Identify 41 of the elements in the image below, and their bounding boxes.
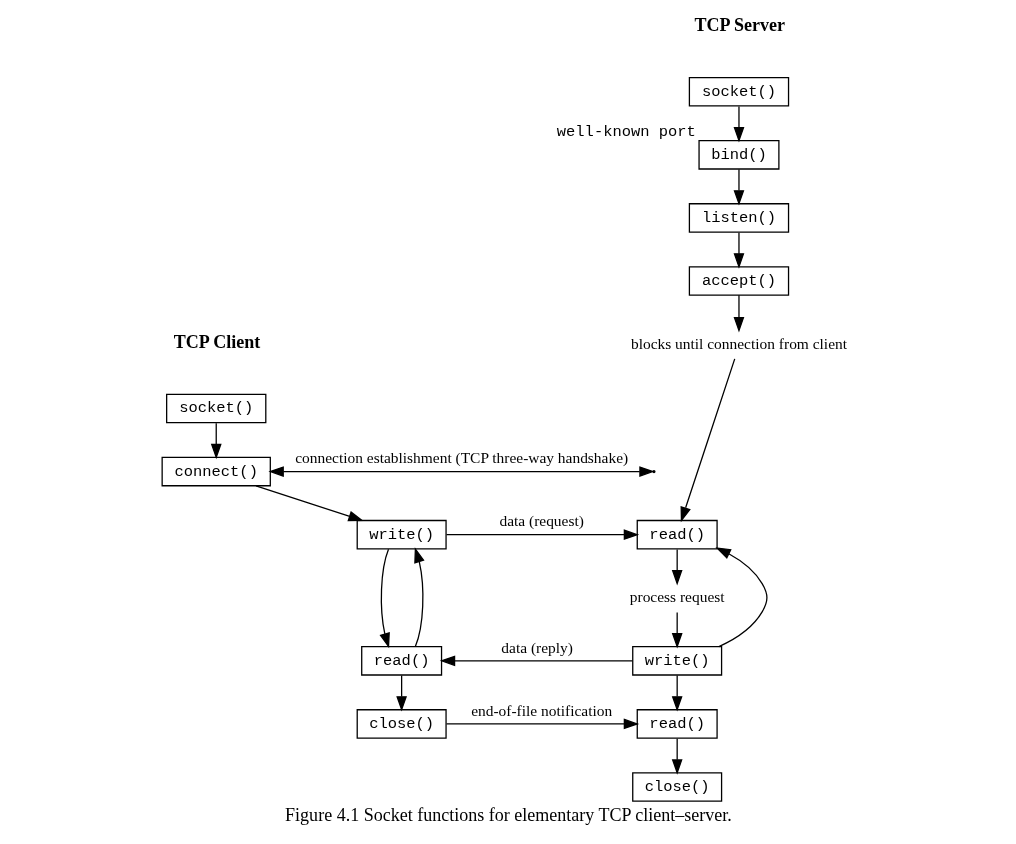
node-box: write()	[356, 519, 447, 550]
arrow	[210, 422, 222, 460]
arrow	[445, 718, 639, 730]
label: TCP Client	[173, 332, 260, 353]
node-label: well-known port	[556, 123, 696, 142]
node-box: connect()	[161, 456, 271, 487]
arrow	[395, 674, 407, 712]
node-box: close()	[356, 709, 447, 739]
arrow	[413, 547, 425, 648]
node-box: read()	[636, 709, 718, 739]
node-box: accept()	[688, 266, 789, 296]
arrow	[671, 738, 683, 775]
arrow	[379, 548, 390, 649]
node-box: bind()	[697, 140, 780, 170]
arrow	[714, 547, 768, 648]
edge-label: data (reply)	[500, 638, 573, 656]
node-box: read()	[636, 519, 718, 550]
node-box: close()	[631, 772, 722, 802]
arrow	[254, 485, 364, 522]
node-box: listen()	[688, 203, 789, 233]
node-box: read()	[360, 646, 442, 676]
node-box: write()	[631, 646, 722, 676]
arrow	[671, 611, 683, 649]
caption: Figure 4.1 Socket functions for elementary TCP client–server.	[284, 804, 732, 825]
edge-label: connection establishment (TCP three-way handshake)	[294, 449, 628, 467]
arrow	[439, 655, 633, 667]
arrow	[733, 232, 744, 269]
label: TCP Server	[694, 15, 785, 36]
node-text: blocks until connection from client	[630, 334, 847, 352]
arrow	[733, 105, 744, 143]
arrow	[445, 529, 639, 541]
edge-label: data (request)	[498, 512, 584, 530]
node-box: socket()	[688, 76, 789, 107]
arrow	[671, 674, 683, 712]
arrow	[733, 168, 744, 206]
node-text: process request	[629, 587, 725, 605]
arrow	[733, 294, 744, 333]
node-box: socket()	[165, 393, 266, 424]
arrow	[671, 548, 683, 586]
edge-label: end-of-file notification	[470, 701, 612, 719]
arrow	[680, 358, 735, 523]
